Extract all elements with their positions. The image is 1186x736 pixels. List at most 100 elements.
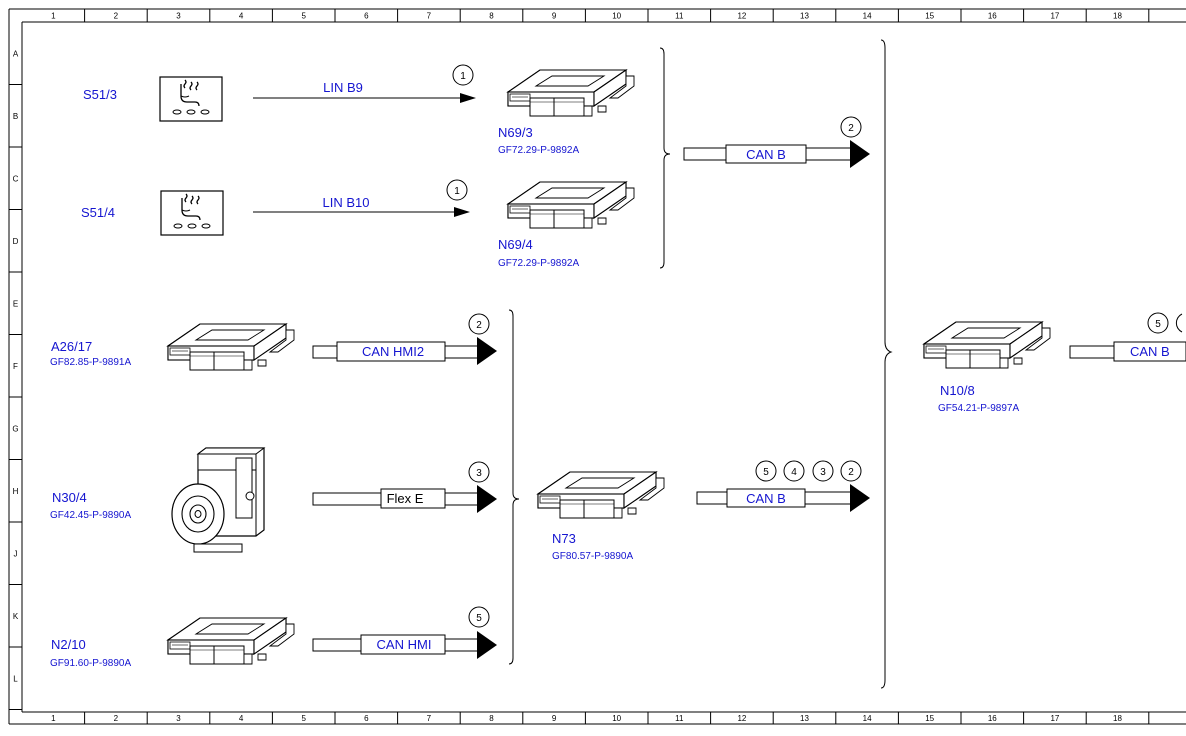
component-n73: N73 GF80.57-P-9890A bbox=[537, 471, 665, 562]
ruler-column-label: 2 bbox=[114, 12, 119, 21]
bus-stub bbox=[312, 492, 382, 506]
bus-label-box bbox=[1113, 341, 1186, 362]
ruler-column-label: 8 bbox=[489, 714, 494, 723]
ruler-column-label: 13 bbox=[800, 714, 809, 723]
ruler-column-label: 3 bbox=[176, 12, 181, 21]
control-unit-icon bbox=[507, 181, 635, 229]
bus-label: CAN B bbox=[1130, 344, 1170, 359]
marker-circle bbox=[755, 460, 777, 482]
ruler-column-label: 6 bbox=[364, 714, 369, 723]
component-id: N10/8 bbox=[940, 383, 975, 398]
marker-number: 5 bbox=[763, 467, 769, 478]
ruler-row-label: A bbox=[13, 49, 19, 58]
marker-circle bbox=[468, 461, 490, 483]
marker-circle bbox=[452, 64, 474, 86]
ruler-column-label: 6 bbox=[364, 12, 369, 21]
ruler-column-label: 14 bbox=[863, 12, 872, 21]
control-unit-icon bbox=[507, 69, 635, 117]
camera-icon bbox=[171, 447, 265, 553]
component-n10-8: N10/8 GF54.21-P-9897A bbox=[923, 321, 1051, 414]
bus-arrow-icon bbox=[850, 140, 870, 168]
bus-label: CAN B bbox=[746, 147, 786, 162]
bus-can-hmi2: CAN HMI2 2 bbox=[312, 313, 497, 365]
marker-circle bbox=[1147, 312, 1169, 334]
ruler-column-label: 3 bbox=[176, 714, 181, 723]
ruler-column-label: 7 bbox=[427, 714, 432, 723]
component-n30-4: N30/4 GF42.45-P-9890A bbox=[50, 447, 265, 553]
bus-can-b-top: CAN B 2 bbox=[683, 116, 870, 168]
component-reference: GF72.29-P-9892A bbox=[498, 145, 579, 156]
component-id: A26/17 bbox=[51, 339, 92, 354]
component-id: N69/3 bbox=[498, 125, 533, 140]
ruler-column-label: 12 bbox=[737, 12, 746, 21]
bus-arrow-icon bbox=[477, 485, 497, 513]
line-lin-b10: LIN B10 1 bbox=[253, 179, 470, 217]
ruler-column-label: 17 bbox=[1050, 714, 1059, 723]
ruler-column-label: 10 bbox=[612, 714, 621, 723]
marker-circle bbox=[446, 179, 468, 201]
ruler-row-label: K bbox=[13, 612, 19, 621]
seat-heater-switch-icon bbox=[160, 190, 224, 236]
bus-stub bbox=[804, 491, 853, 505]
bus-can-hmi: CAN HMI 5 bbox=[312, 606, 497, 659]
ruler-column-label: 17 bbox=[1050, 12, 1059, 21]
bus-stub bbox=[444, 638, 480, 652]
bus-stub bbox=[444, 345, 480, 359]
bus-can-b-right: CAN B 5 bbox=[1069, 312, 1186, 362]
ruler-column-label: 1 bbox=[51, 12, 56, 21]
ruler-column-label: 11 bbox=[675, 714, 684, 723]
ruler-column-label: 15 bbox=[925, 12, 934, 21]
marker-number: 1 bbox=[454, 186, 460, 197]
bus-arrow-icon bbox=[477, 631, 497, 659]
marker-number: 2 bbox=[848, 123, 854, 134]
group-brace bbox=[508, 309, 520, 665]
ruler-column-label: 16 bbox=[988, 12, 997, 21]
component-n2-10: N2/10 GF91.60-P-9890A bbox=[50, 617, 295, 669]
line-lin-b9: LIN B9 1 bbox=[253, 64, 476, 103]
seat-heater-switch-icon bbox=[159, 76, 223, 122]
component-a26-17: A26/17 GF82.85-P-9891A bbox=[50, 323, 295, 371]
marker-circle bbox=[468, 313, 490, 335]
bus-label: CAN B bbox=[746, 491, 786, 506]
component-reference: GF82.85-P-9891A bbox=[50, 357, 131, 368]
ruler-column-label: 2 bbox=[114, 714, 119, 723]
bus-arrow-icon bbox=[850, 484, 870, 512]
control-unit-icon bbox=[537, 471, 665, 519]
ruler-column-label: 9 bbox=[552, 714, 557, 723]
marker-number: 3 bbox=[820, 467, 826, 478]
ruler-column-label: 8 bbox=[489, 12, 494, 21]
component-s51-4: S51/4 bbox=[81, 190, 224, 236]
marker-circle bbox=[840, 116, 862, 138]
marker-number: 5 bbox=[1155, 319, 1161, 330]
component-n69-3: N69/3 GF72.29-P-9892A bbox=[498, 69, 635, 156]
group-brace bbox=[880, 39, 893, 689]
ruler-column-label: 9 bbox=[552, 12, 557, 21]
marker-circle bbox=[812, 460, 834, 482]
ruler-row-label: F bbox=[13, 362, 18, 371]
bus-flex-e: Flex E 3 bbox=[312, 461, 497, 513]
bus-stub bbox=[1069, 345, 1115, 359]
bus-label: CAN HMI bbox=[377, 637, 432, 652]
group-brace bbox=[659, 47, 671, 269]
ruler-column-label: 5 bbox=[301, 12, 306, 21]
component-id: S51/4 bbox=[81, 205, 115, 220]
component-id: N69/4 bbox=[498, 237, 533, 252]
ruler-column-label: 13 bbox=[800, 12, 809, 21]
component-reference: GF54.21-P-9897A bbox=[938, 403, 1019, 414]
control-unit-icon bbox=[167, 617, 295, 665]
bus-stub bbox=[312, 345, 338, 359]
ruler-row-label: B bbox=[13, 112, 18, 121]
ruler-row-label: D bbox=[13, 237, 19, 246]
bus-stub bbox=[444, 492, 480, 506]
marker-number: 2 bbox=[848, 467, 854, 478]
ruler-column-label: 11 bbox=[675, 12, 684, 21]
bus-arrow-icon bbox=[477, 337, 497, 365]
ruler-column-label: 14 bbox=[863, 714, 872, 723]
component-n69-4: N69/4 GF72.29-P-9892A bbox=[498, 181, 635, 269]
arrow-head-icon bbox=[454, 207, 470, 217]
ruler-column-label: 12 bbox=[737, 714, 746, 723]
